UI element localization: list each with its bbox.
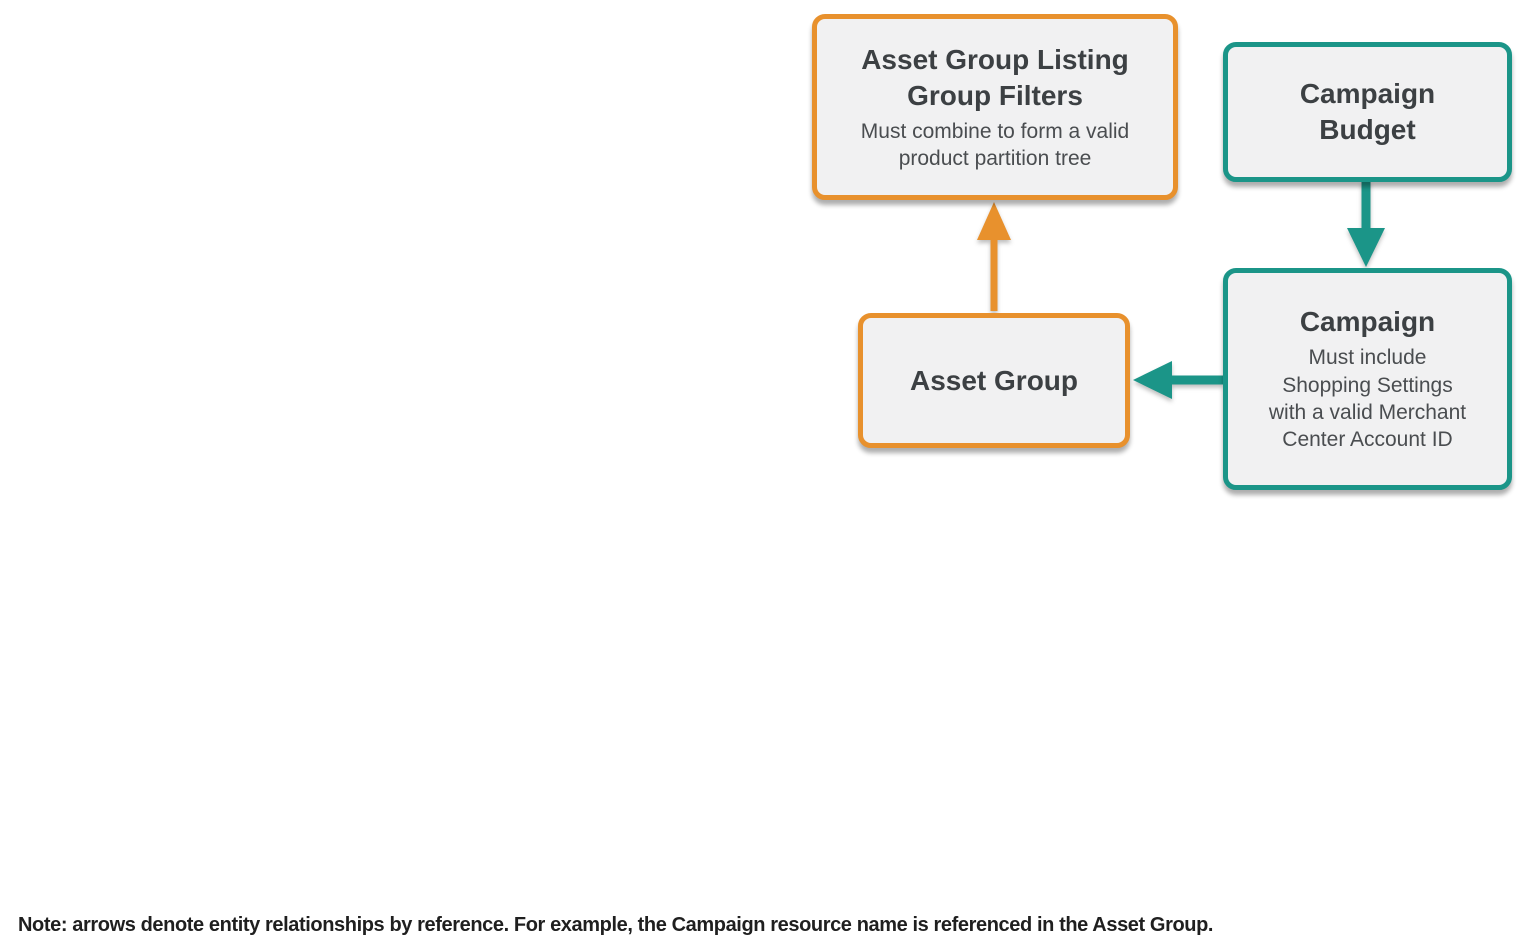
- node-title: Asset Group: [909, 364, 1079, 396]
- node-subtitle: Must include Shopping Settings with a va…: [1268, 346, 1467, 452]
- node-asset-group: Asset Group: [858, 313, 1130, 448]
- footnote: Note: arrows denote entity relationships…: [18, 914, 1214, 936]
- node-campaign: Campaign Must include Shopping Settings …: [1223, 268, 1512, 490]
- node-title: Asset Group Listing Group Filters: [861, 43, 1129, 111]
- arrow-asset-group-to-listing-filters: [977, 202, 1011, 311]
- node-title: Campaign: [1299, 306, 1436, 338]
- node-campaign-budget: Campaign Budget: [1223, 42, 1512, 182]
- node-title: Campaign Budget: [1299, 78, 1436, 145]
- node-subtitle: Must combine to form a valid product par…: [860, 119, 1130, 170]
- arrow-campaign-budget-to-campaign: [1347, 180, 1385, 267]
- arrow-campaign-to-asset-group: [1133, 361, 1223, 399]
- node-asset-group-listing-group-filters: Asset Group Listing Group Filters Must c…: [812, 14, 1178, 200]
